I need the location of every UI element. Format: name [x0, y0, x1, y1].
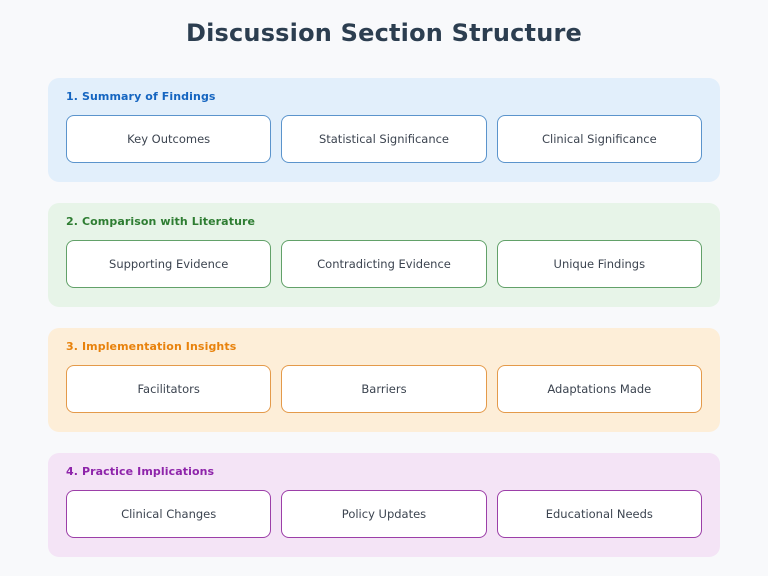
card-supporting-evidence[interactable]: Supporting Evidence [66, 240, 272, 288]
card-row-practice-implications: Clinical Changes Policy Updates Educatio… [66, 490, 702, 538]
section-panel-practice-implications: 4. Practice Implications Clinical Change… [48, 453, 720, 557]
card-row-comparison-with-literature: Supporting Evidence Contradicting Eviden… [66, 240, 702, 288]
section-heading-comparison-with-literature: 2. Comparison with Literature [66, 215, 256, 228]
card-contradicting-evidence[interactable]: Contradicting Evidence [281, 240, 487, 288]
card-clinical-significance[interactable]: Clinical Significance [496, 115, 702, 163]
section-heading-practice-implications: 4. Practice Implications [66, 465, 215, 478]
card-educational-needs[interactable]: Educational Needs [496, 490, 702, 538]
card-clinical-changes[interactable]: Clinical Changes [66, 490, 272, 538]
card-row-summary-of-findings: Key Outcomes Statistical Significance Cl… [66, 115, 702, 163]
page-title: Discussion Section Structure [185, 19, 583, 47]
card-statistical-significance[interactable]: Statistical Significance [281, 115, 487, 163]
card-unique-findings[interactable]: Unique Findings [496, 240, 702, 288]
card-key-outcomes[interactable]: Key Outcomes [66, 115, 272, 163]
card-barriers[interactable]: Barriers [281, 365, 487, 413]
card-facilitators[interactable]: Facilitators [66, 365, 272, 413]
section-list: 1. Summary of Findings Key Outcomes Stat… [48, 78, 720, 557]
section-panel-summary-of-findings: 1. Summary of Findings Key Outcomes Stat… [48, 78, 720, 182]
card-policy-updates[interactable]: Policy Updates [281, 490, 487, 538]
section-heading-summary-of-findings: 1. Summary of Findings [66, 90, 216, 103]
section-panel-comparison-with-literature: 2. Comparison with Literature Supporting… [48, 203, 720, 307]
card-adaptations-made[interactable]: Adaptations Made [496, 365, 702, 413]
card-row-implementation-insights: Facilitators Barriers Adaptations Made [66, 365, 702, 413]
section-panel-implementation-insights: 3. Implementation Insights Facilitators … [48, 328, 720, 432]
section-heading-implementation-insights: 3. Implementation Insights [66, 340, 237, 353]
